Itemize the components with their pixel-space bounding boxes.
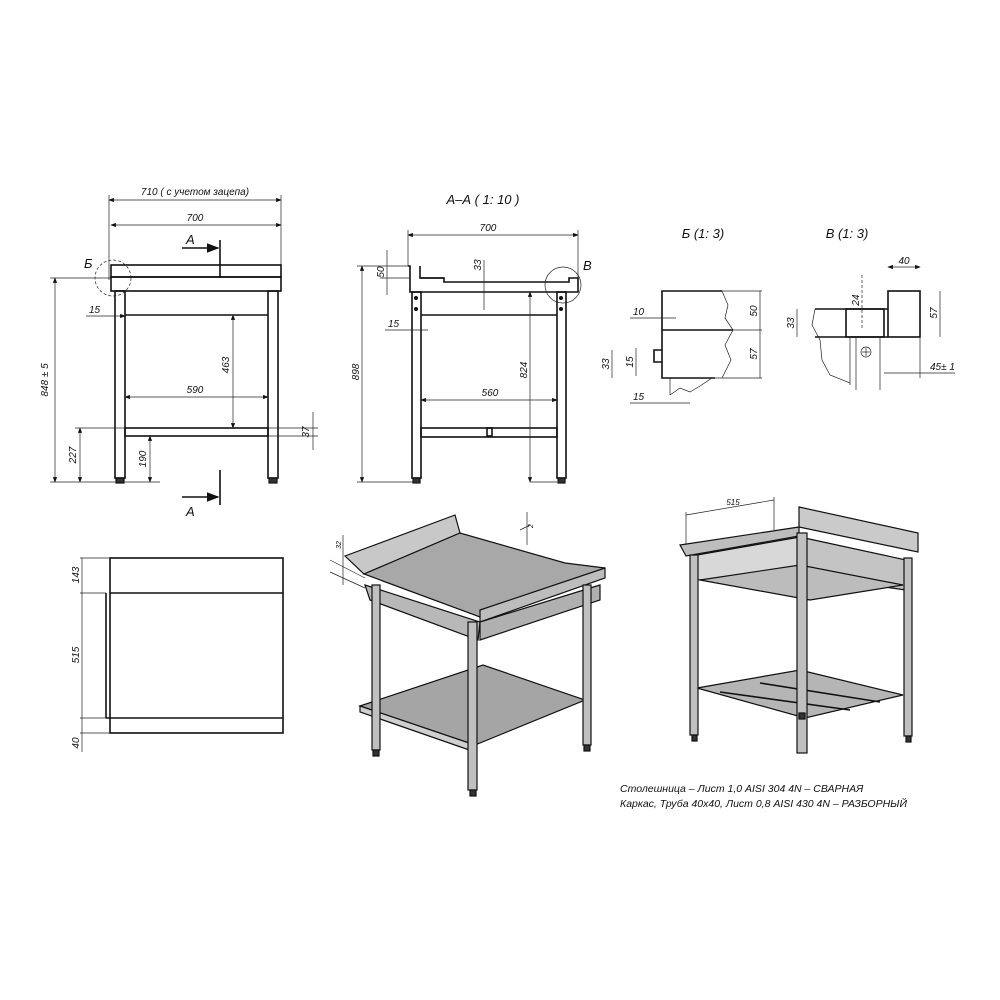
detail-v-dim-33: 33 <box>786 317 797 329</box>
iso-view-1: 32 2 <box>329 512 606 797</box>
detail-b-dim-50: 50 <box>749 305 760 317</box>
dim-leg-height: 824 <box>519 361 530 378</box>
detail-b: Б (1: 3) 50 57 10 15 33 15 <box>601 226 762 404</box>
detail-b-dim-57: 57 <box>749 348 760 360</box>
detail-v-dim-40: 40 <box>898 256 910 267</box>
section-marker-bottom: А <box>185 504 195 519</box>
detail-b-dim-10: 10 <box>633 307 645 318</box>
detail-v-dim-24: 24 <box>851 294 862 307</box>
detail-b-dim-15-vertical: 15 <box>625 356 636 368</box>
dim-top-width: 700 <box>187 213 204 224</box>
detail-v: В (1: 3) 40 24 33 57 45± 1 <box>786 226 955 390</box>
dim-section-offset: 15 <box>388 319 400 330</box>
dim-top-thickness: 33 <box>473 259 484 271</box>
section-title: А–А ( 1: 10 ) <box>446 192 520 207</box>
section-view: А–А ( 1: 10 ) 700 В 50 33 15 898 824 560 <box>351 192 592 484</box>
detail-v-title: В (1: 3) <box>826 226 869 241</box>
plan-dim-143: 143 <box>71 566 82 583</box>
iso1-dim-32: 32 <box>336 541 343 549</box>
dim-inner-height: 463 <box>221 356 232 373</box>
detail-marker-v: В <box>583 258 592 273</box>
dim-total-height: 898 <box>351 363 362 380</box>
iso-view-2: 515 <box>679 497 919 754</box>
plan-dim-40: 40 <box>71 737 82 749</box>
material-notes: Столешница – Лист 1,0 AISI 304 4N – СВАР… <box>620 783 907 810</box>
detail-v-dim-45: 45± 1 <box>930 362 955 373</box>
dim-shelf-height: 227 <box>68 446 79 464</box>
dim-height: 848 ± 5 <box>40 363 51 397</box>
plan-dim-515: 515 <box>71 646 82 663</box>
detail-b-dim-15-horizontal: 15 <box>633 392 645 403</box>
dim-section-inner-width: 560 <box>482 388 499 399</box>
dim-upstand: 50 <box>376 266 387 278</box>
detail-v-dim-57: 57 <box>929 307 940 319</box>
dim-inner-width: 590 <box>187 385 204 396</box>
note-frame: Каркас, Труба 40х40, Лист 0,8 AISI 430 4… <box>620 797 907 810</box>
dim-shelf-thickness: 37 <box>301 426 312 438</box>
dim-shelf-bottom: 190 <box>138 450 149 467</box>
section-marker-top: А <box>185 232 195 247</box>
front-view: 710 ( с учетом зацепа) 700 Б А А 848 ± 5… <box>40 187 318 519</box>
plan-view: 143 515 40 <box>71 557 284 752</box>
detail-marker-b: Б <box>84 256 93 271</box>
dim-offset: 15 <box>89 305 101 316</box>
dim-width: 700 <box>480 223 497 234</box>
note-tabletop: Столешница – Лист 1,0 AISI 304 4N – СВАР… <box>620 783 864 795</box>
detail-b-title: Б (1: 3) <box>682 226 724 241</box>
detail-b-dim-33: 33 <box>601 358 612 370</box>
iso2-dim-515: 515 <box>726 498 740 507</box>
iso1-dim-2: 2 <box>528 524 535 529</box>
dim-overall-width: 710 ( с учетом зацепа) <box>141 187 249 198</box>
